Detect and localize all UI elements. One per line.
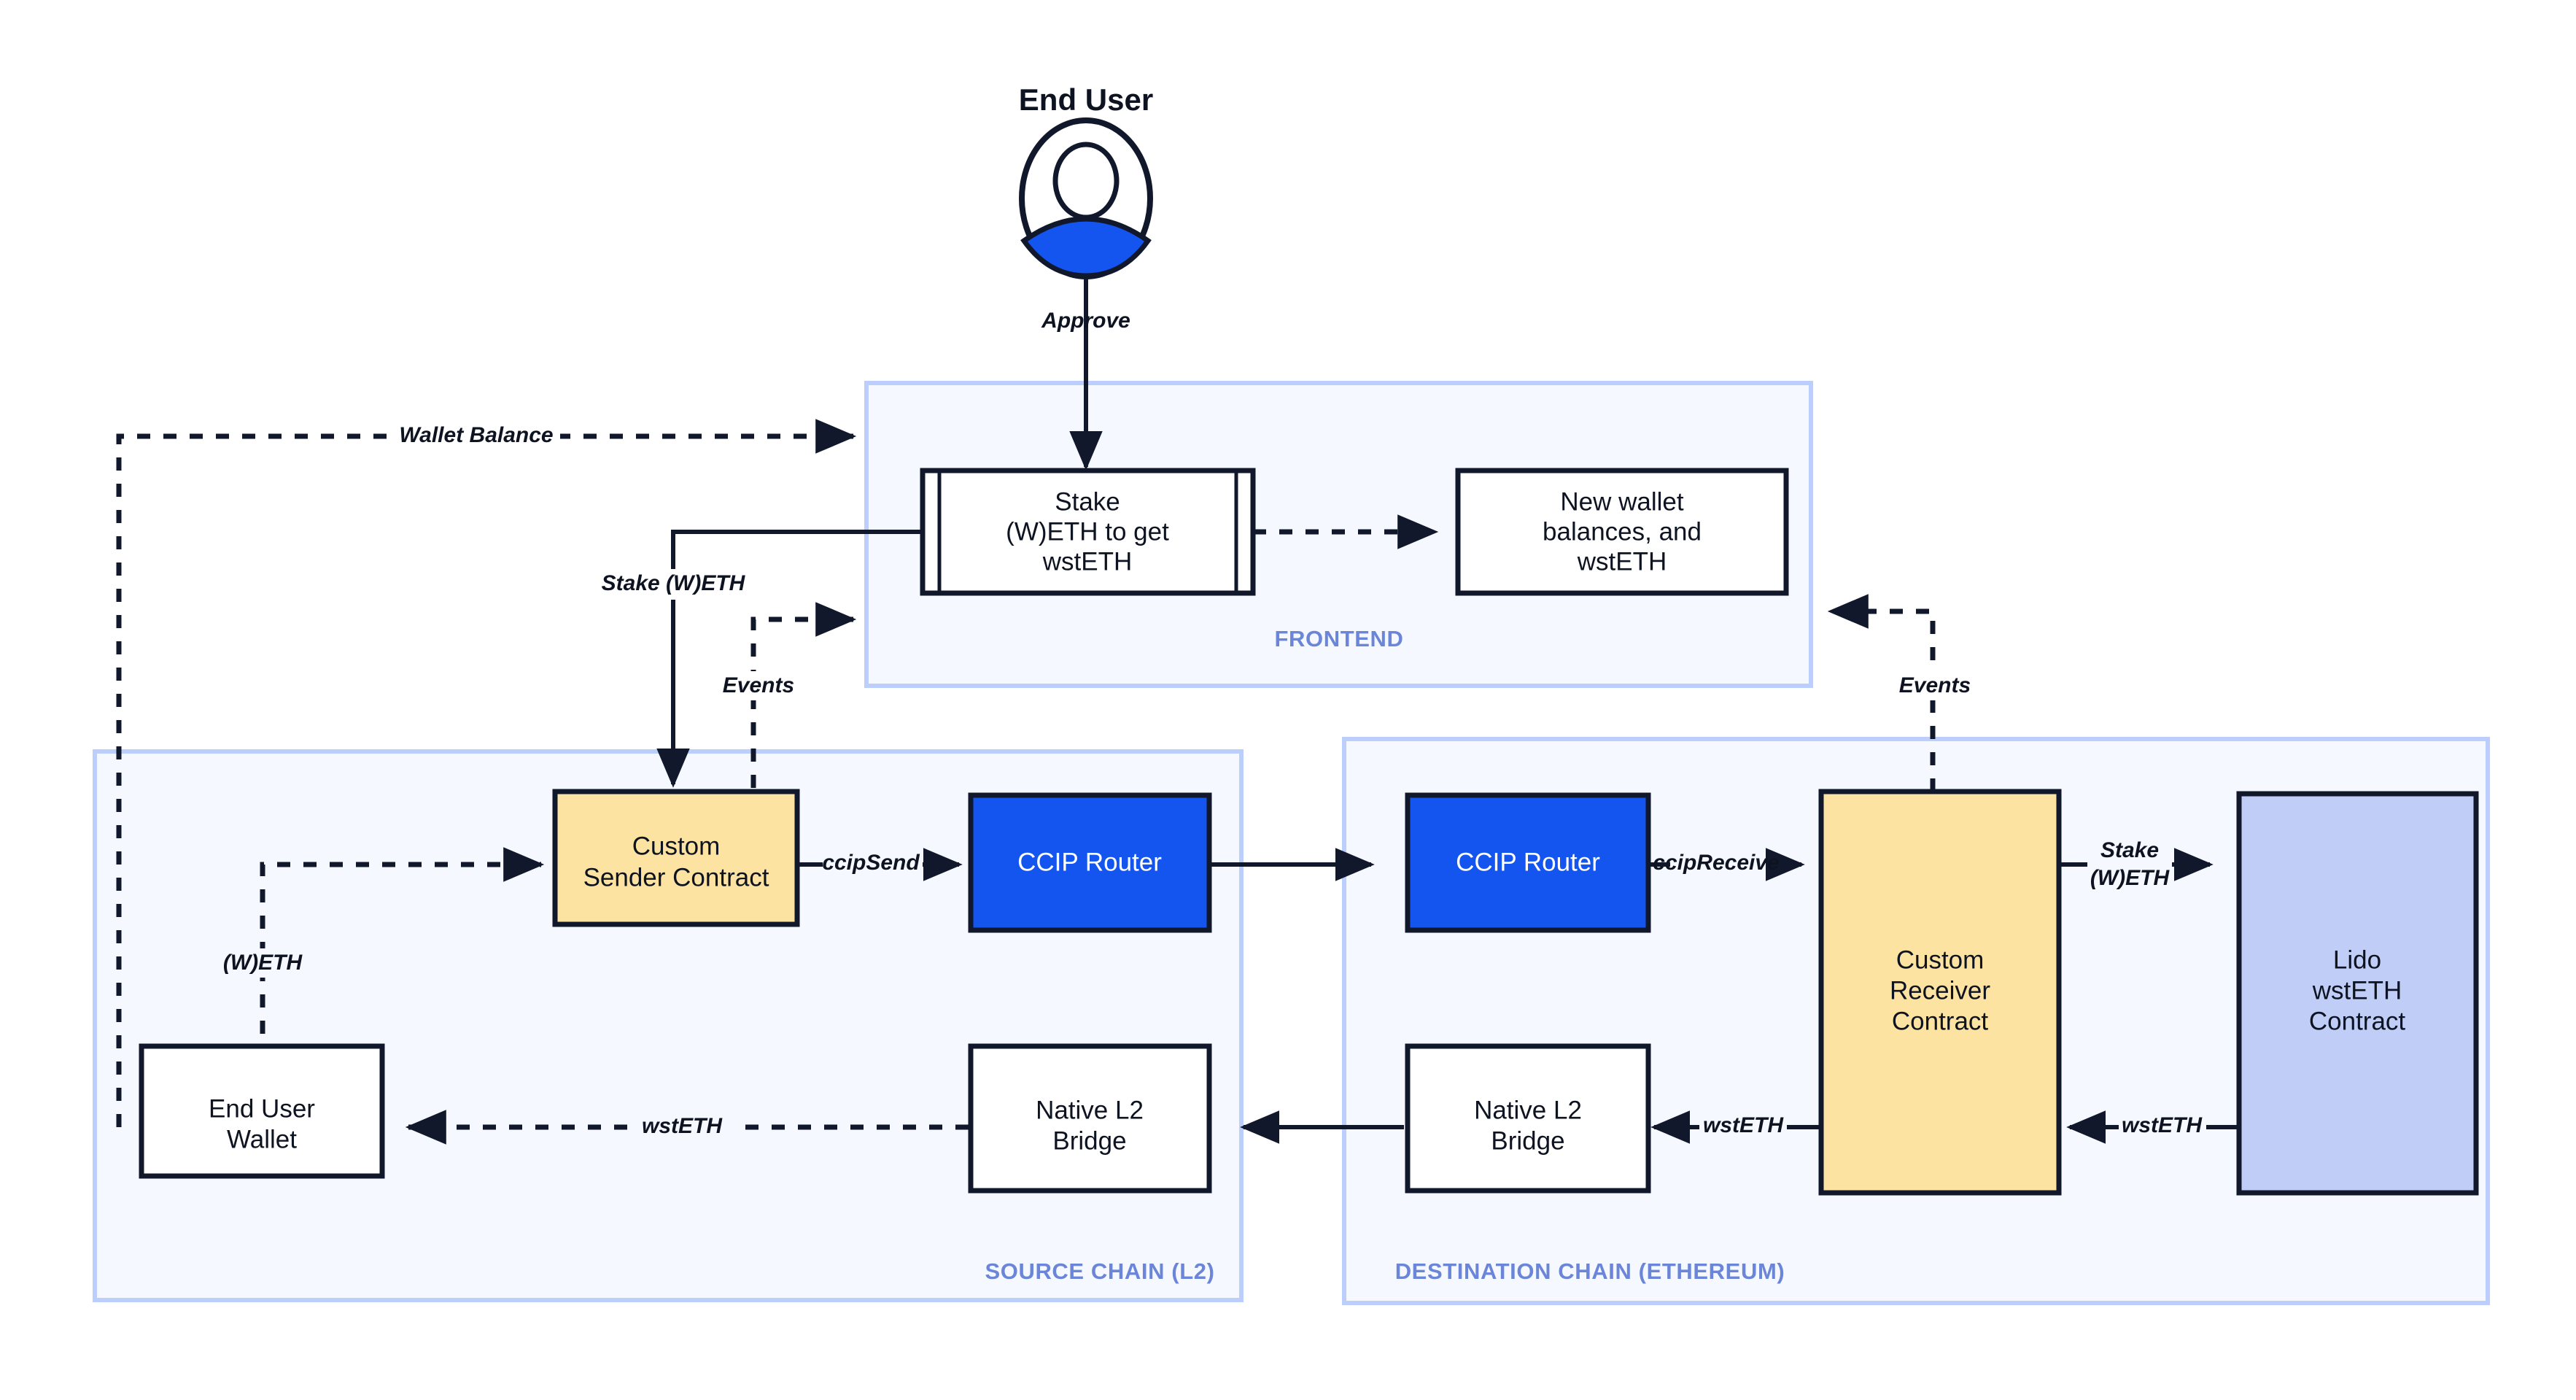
edge-events-dest-label: Events [1899,673,1971,697]
edge-wsteth-lido-label: wstETH [2122,1113,2203,1137]
edge-ccip-receive-label: ccipReceive [1653,851,1779,875]
frontend-panel-label: FRONTEND [1274,626,1403,651]
edge-stake-weth-dest-label-1: Stake [2100,838,2159,862]
stake-form-line2: (W)ETH to get [1006,517,1169,546]
edge-stake-weth-source-label: Stake (W)ETH [602,571,746,595]
edge-wallet-balance-label-top: Wallet Balance [399,423,553,447]
source-chain-panel-label: SOURCE CHAIN (L2) [985,1258,1214,1284]
native-bridge-source-line1: Native L2 [1036,1096,1144,1124]
node-native-bridge-dest[interactable]: Native L2 Bridge [1405,1043,1651,1194]
node-new-balances[interactable]: New wallet balances, and wstETH [1455,468,1789,596]
node-ccip-router-source[interactable]: CCIP Router [968,792,1212,933]
custom-receiver-line2: Receiver [1890,976,1990,1005]
ccip-router-source-label: CCIP Router [1017,848,1162,876]
stake-form-line3: wstETH [1042,547,1133,576]
stake-form-line1: Stake [1055,487,1120,516]
end-user-title: End User [1019,82,1153,117]
new-balances-line3: wstETH [1577,547,1667,576]
edge-ccip-send-label: ccipSend [822,851,920,875]
lido-line1: Lido [2333,945,2381,974]
destination-chain-panel-label: DESTINATION CHAIN (ETHEREUM) [1395,1258,1785,1284]
custom-sender-line2: Sender Contract [583,863,769,892]
edge-ccip-receive: ccipReceive [1648,848,1805,881]
edge-wsteth-lido: wstETH [2066,1110,2239,1144]
edge-wsteth-dest-bridge-label: wstETH [1703,1113,1784,1137]
native-bridge-source-line2: Bridge [1052,1126,1126,1155]
edge-wsteth-dest-bridge: wstETH [1650,1110,1821,1144]
edge-weth-wallet-label: (W)ETH [223,951,303,975]
node-ccip-router-dest[interactable]: CCIP Router [1405,792,1651,933]
edge-stake-weth-source: Stake (W)ETH [598,530,923,788]
user-avatar-icon [1019,117,1153,279]
end-user-wallet-line2: Wallet [227,1125,297,1153]
native-bridge-dest-line1: Native L2 [1474,1096,1582,1124]
actor-end-user[interactable]: End User [1019,82,1153,279]
custom-sender-line1: Custom [632,832,721,860]
edge-wsteth-source: wstETH [405,1110,969,1145]
ccip-router-dest-label: CCIP Router [1456,848,1600,876]
edge-events-source: Events [700,602,857,788]
node-stake-form[interactable]: Stake (W)ETH to get wstETH [920,468,1256,596]
lido-line2: wstETH [2312,976,2402,1005]
node-custom-sender-contract[interactable]: Custom Sender Contract [552,789,800,927]
native-bridge-dest-line2: Bridge [1491,1126,1564,1155]
edge-stake-weth-dest-label-2: (W)ETH [2090,866,2170,890]
edge-events-source-label: Events [723,673,794,697]
edge-ccip-send: ccipSend [797,848,963,881]
end-user-wallet-line1: End User [209,1094,315,1123]
custom-receiver-line3: Contract [1892,1007,1989,1035]
edge-approve: Approve [1041,263,1130,471]
node-lido-wsteth-contract[interactable]: Lido wstETH Contract [2236,791,2479,1196]
edge-approve-label: Approve [1041,309,1130,333]
edge-events-dest: Events [1827,594,1990,792]
edge-wsteth-source-label: wstETH [642,1114,723,1138]
node-native-bridge-source[interactable]: Native L2 Bridge [968,1043,1212,1194]
node-end-user-wallet[interactable]: End User Wallet [139,1043,385,1179]
new-balances-line1: New wallet [1560,487,1683,516]
node-custom-receiver-contract[interactable]: Custom Receiver Contract [1818,789,2062,1196]
custom-receiver-line1: Custom [1896,945,1985,974]
edge-stake-weth-dest: Stake (W)ETH [2059,838,2214,890]
new-balances-line2: balances, and [1543,517,1702,546]
lido-line3: Contract [2309,1007,2406,1035]
